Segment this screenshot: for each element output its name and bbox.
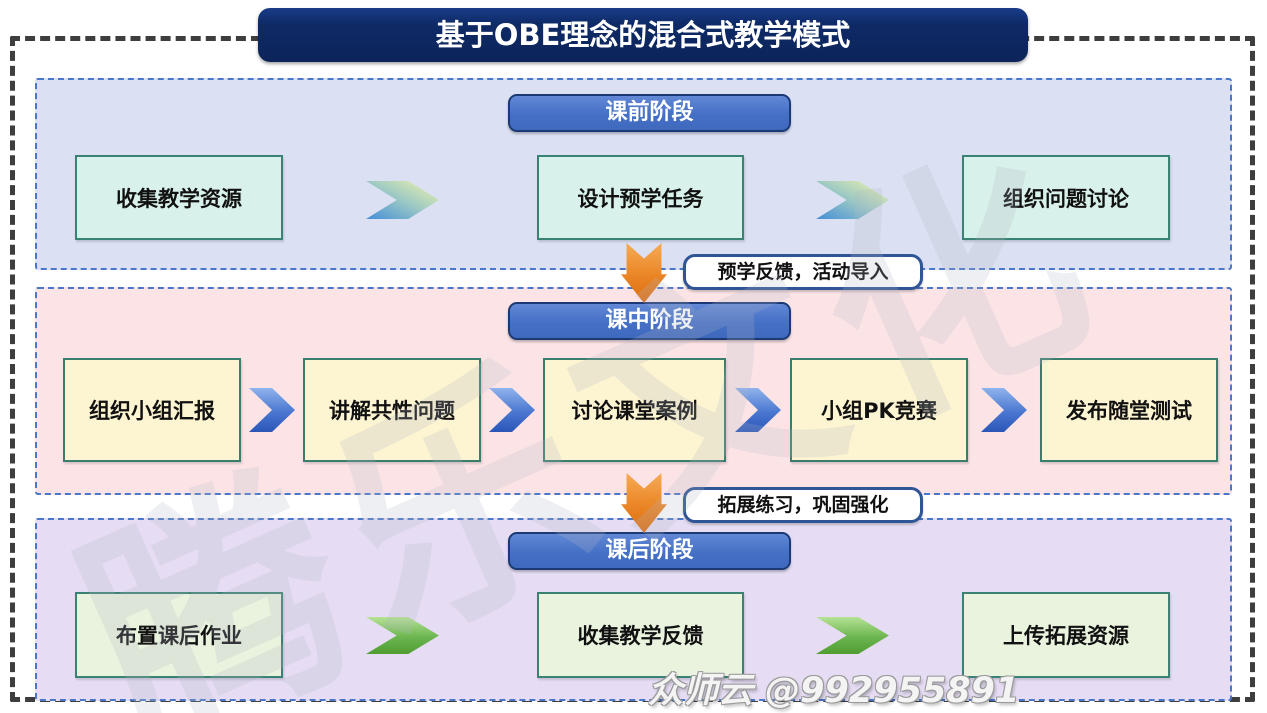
step-box-publish-quiz: 发布随堂测试	[1040, 358, 1218, 462]
step-box-upload-resources: 上传拓展资源	[962, 592, 1170, 678]
step-box-assign-homework: 布置课后作业	[75, 592, 283, 678]
transition-label-1: 预学反馈，活动导入	[683, 254, 923, 290]
step-box-design-preview-tasks: 设计预学任务	[537, 155, 744, 240]
step-box-explain-common-problems: 讲解共性问题	[303, 358, 481, 462]
step-box-collect-feedback: 收集教学反馈	[537, 592, 744, 678]
diagram-title: 基于OBE理念的混合式教学模式	[258, 8, 1028, 62]
step-box-discuss-cases: 讨论课堂案例	[543, 358, 726, 462]
step-box-group-pk-contest: 小组PK竞赛	[790, 358, 968, 462]
step-box-group-reports: 组织小组汇报	[63, 358, 241, 462]
phase-pill-in-class: 课中阶段	[508, 302, 791, 340]
phase-pill-post-class: 课后阶段	[508, 532, 791, 570]
step-box-organize-discussion: 组织问题讨论	[962, 155, 1170, 240]
transition-label-2: 拓展练习，巩固强化	[683, 487, 923, 523]
step-box-collect-resources: 收集教学资源	[75, 155, 283, 240]
phase-pill-pre-class: 课前阶段	[508, 94, 791, 132]
